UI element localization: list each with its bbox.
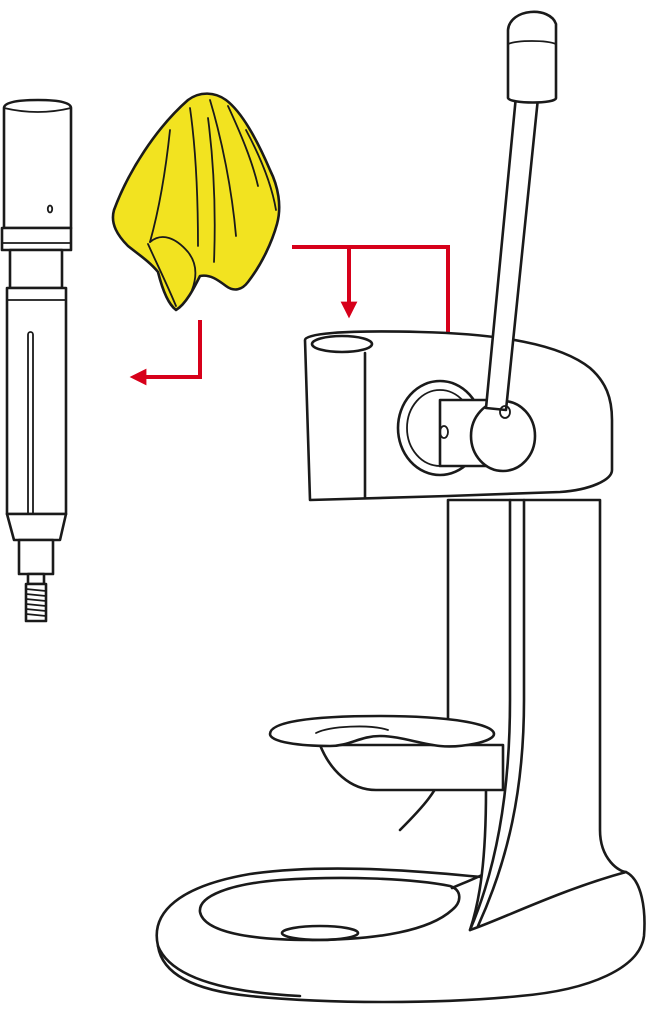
cleaning-cloth-icon [111,92,281,312]
spindle-part-icon [0,98,73,623]
juicer-press-icon [155,10,646,1004]
arrow-to-spindle [129,320,202,386]
